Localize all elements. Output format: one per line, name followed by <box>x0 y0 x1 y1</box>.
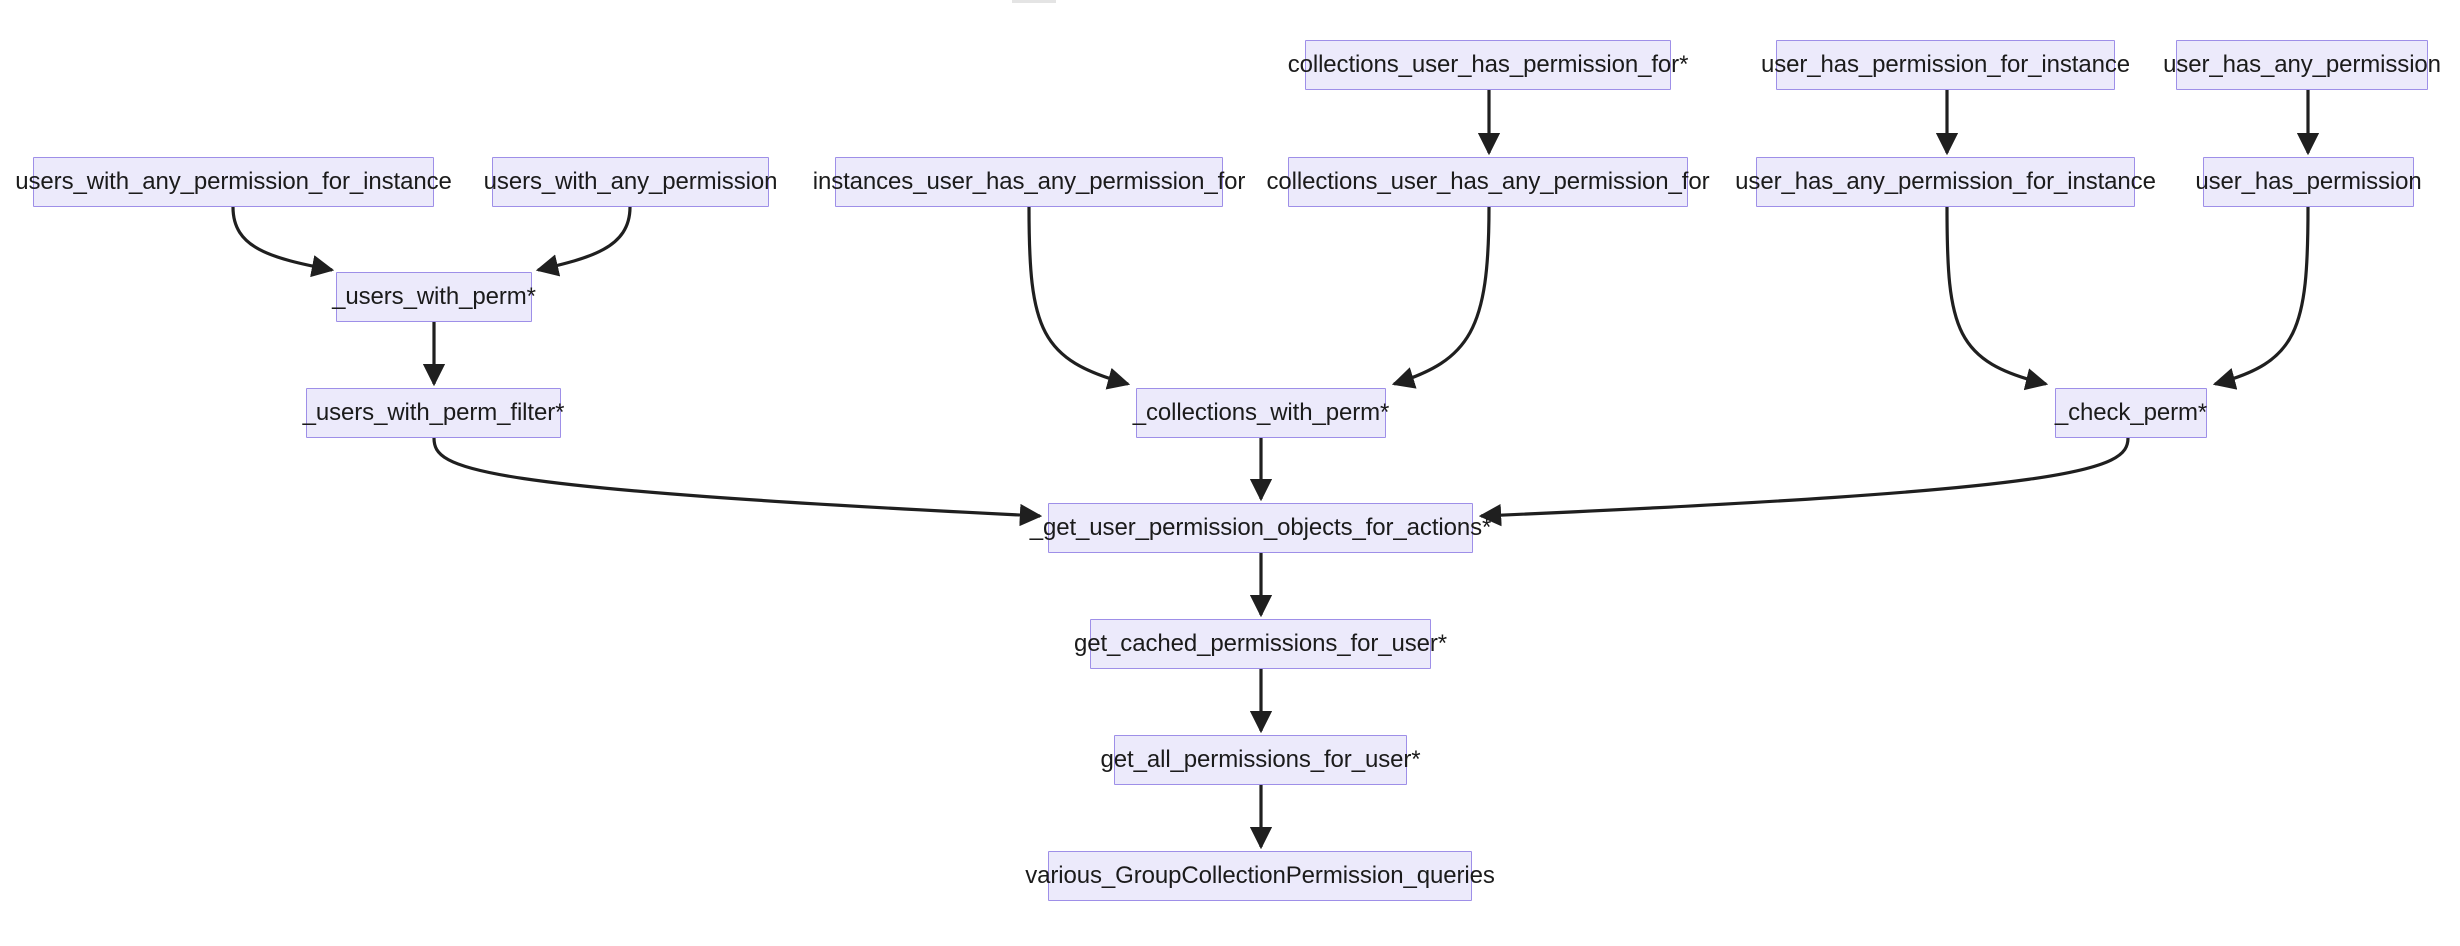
graph-node-_get_user_permission_objects_for_actions[interactable]: _get_user_permission_objects_for_actions… <box>1030 503 1491 553</box>
edge-user-has-permission-to-check-perm <box>2212 206 2310 390</box>
graph-node-label: get_all_permissions_for_user* <box>1100 746 1421 773</box>
edge-instances-user-has-any-permission-for-to-collections-with-perm <box>1027 206 1131 390</box>
edge-user-has-any-permission-for-instance-to-check-perm <box>1945 206 2049 391</box>
graph-node-label: user_has_permission <box>2195 168 2422 195</box>
graph-node-user_has_permission[interactable]: user_has_permission <box>2195 157 2422 207</box>
graph-node-_collections_with_perm[interactable]: _collections_with_perm* <box>1133 388 1389 438</box>
graph-node-label: instances_user_has_any_permission_for <box>812 168 1246 195</box>
graph-node-collections_user_has_permission_for[interactable]: collections_user_has_permission_for* <box>1288 40 1688 90</box>
edge-users-with-any-permission-to-users-with-perm <box>535 206 632 277</box>
edge-collections-user-has-any-permission-for-to-collections-with-perm <box>1391 206 1491 389</box>
graph-node-get_all_permissions_for_user[interactable]: get_all_permissions_for_user* <box>1101 735 1421 785</box>
graph-node-_users_with_perm_filter[interactable]: _users_with_perm_filter* <box>303 388 564 438</box>
graph-node-label: _users_with_perm_filter* <box>302 399 565 426</box>
graph-node-label: users_with_any_permission_for_instance <box>15 168 452 195</box>
graph-node-label: users_with_any_permission <box>483 168 778 195</box>
graph-node-label: _collections_with_perm* <box>1132 399 1390 426</box>
clipped-node-artifact <box>1012 0 1056 3</box>
graph-node-_users_with_perm[interactable]: _users_with_perm* <box>332 272 536 322</box>
edge-users-with-perm-filter-to-get-user-permission-objects-for-actions <box>432 437 1043 527</box>
graph-node-users_with_any_permission[interactable]: users_with_any_permission <box>484 157 777 207</box>
graph-node-user_has_any_permission_top[interactable]: user_has_any_permission <box>2163 40 2441 90</box>
graph-node-get_cached_permissions_for_user[interactable]: get_cached_permissions_for_user* <box>1074 619 1447 669</box>
graph-node-label: user_has_any_permission <box>2163 51 2441 78</box>
graph-node-various_GroupCollectionPermission_queries[interactable]: various_GroupCollectionPermission_querie… <box>1025 851 1495 901</box>
graph-node-collections_user_has_any_permission_for[interactable]: collections_user_has_any_permission_for <box>1266 157 1710 207</box>
graph-node-label: _users_with_perm* <box>332 283 536 310</box>
graph-node-label: collections_user_has_any_permission_for <box>1266 168 1710 195</box>
graph-node-label: _get_user_permission_objects_for_actions… <box>1029 514 1492 541</box>
graph-node-label: _check_perm* <box>2054 399 2208 426</box>
graph-node-user_has_permission_for_instance[interactable]: user_has_permission_for_instance <box>1761 40 2130 90</box>
graph-node-user_has_any_permission_for_instance[interactable]: user_has_any_permission_for_instance <box>1735 157 2156 207</box>
graph-node-label: get_cached_permissions_for_user* <box>1073 630 1448 657</box>
graph-node-_check_perm[interactable]: _check_perm* <box>2055 388 2207 438</box>
graph-node-users_with_any_permission_for_instance[interactable]: users_with_any_permission_for_instance <box>15 157 452 207</box>
edge-check-perm-to-get-user-permission-objects-for-actions <box>1478 437 2130 527</box>
graph-node-instances_user_has_any_permission_for[interactable]: instances_user_has_any_permission_for <box>813 157 1245 207</box>
edge-users-with-any-permission-for-instance-to-users-with-perm <box>231 206 335 278</box>
graph-node-label: collections_user_has_permission_for* <box>1287 51 1689 78</box>
graph-node-label: user_has_permission_for_instance <box>1761 51 2131 78</box>
graph-node-label: user_has_any_permission_for_instance <box>1735 168 2156 195</box>
graph-node-label: various_GroupCollectionPermission_querie… <box>1025 862 1495 889</box>
